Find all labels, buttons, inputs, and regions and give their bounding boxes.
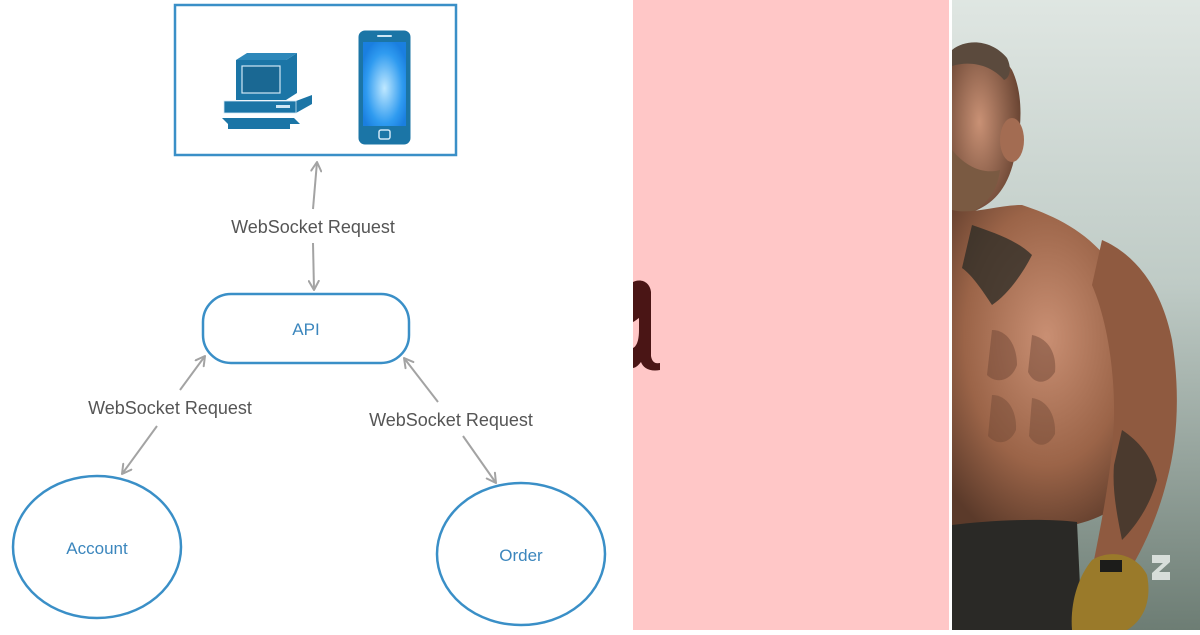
panel-divider <box>949 0 952 630</box>
account-node <box>11 474 183 620</box>
edge-label-api-account: WebSocket Request <box>88 398 252 418</box>
order-node <box>435 481 607 627</box>
order-node-label: Order <box>499 546 543 565</box>
edge-api-order-arrow-down <box>462 435 497 484</box>
edge-api-order-arrow-up <box>403 357 439 403</box>
edge-api-account-arrow-up <box>179 355 206 391</box>
edge-api-account-arrow-down <box>121 425 158 475</box>
partial-letter-glyph <box>633 280 660 371</box>
pink-panel <box>633 0 949 630</box>
athlete-photo <box>952 0 1200 630</box>
edge-clients-api-arrow-down <box>307 242 320 291</box>
api-node <box>201 292 411 365</box>
desktop-computer-icon <box>222 53 312 129</box>
clients-node <box>173 3 458 157</box>
athlete-photo-illustration <box>952 0 1200 630</box>
api-node-label: API <box>292 320 319 339</box>
edge-label-api-order: WebSocket Request <box>369 410 533 430</box>
architecture-diagram: WebSocket Request API WebSocket Request … <box>11 3 607 627</box>
edge-clients-api-arrow-up <box>310 161 323 210</box>
account-node-label: Account <box>66 539 128 558</box>
edge-label-clients-api: WebSocket Request <box>231 217 395 237</box>
diagram-panel: WebSocket Request API WebSocket Request … <box>11 3 607 627</box>
smartphone-icon <box>358 30 411 145</box>
